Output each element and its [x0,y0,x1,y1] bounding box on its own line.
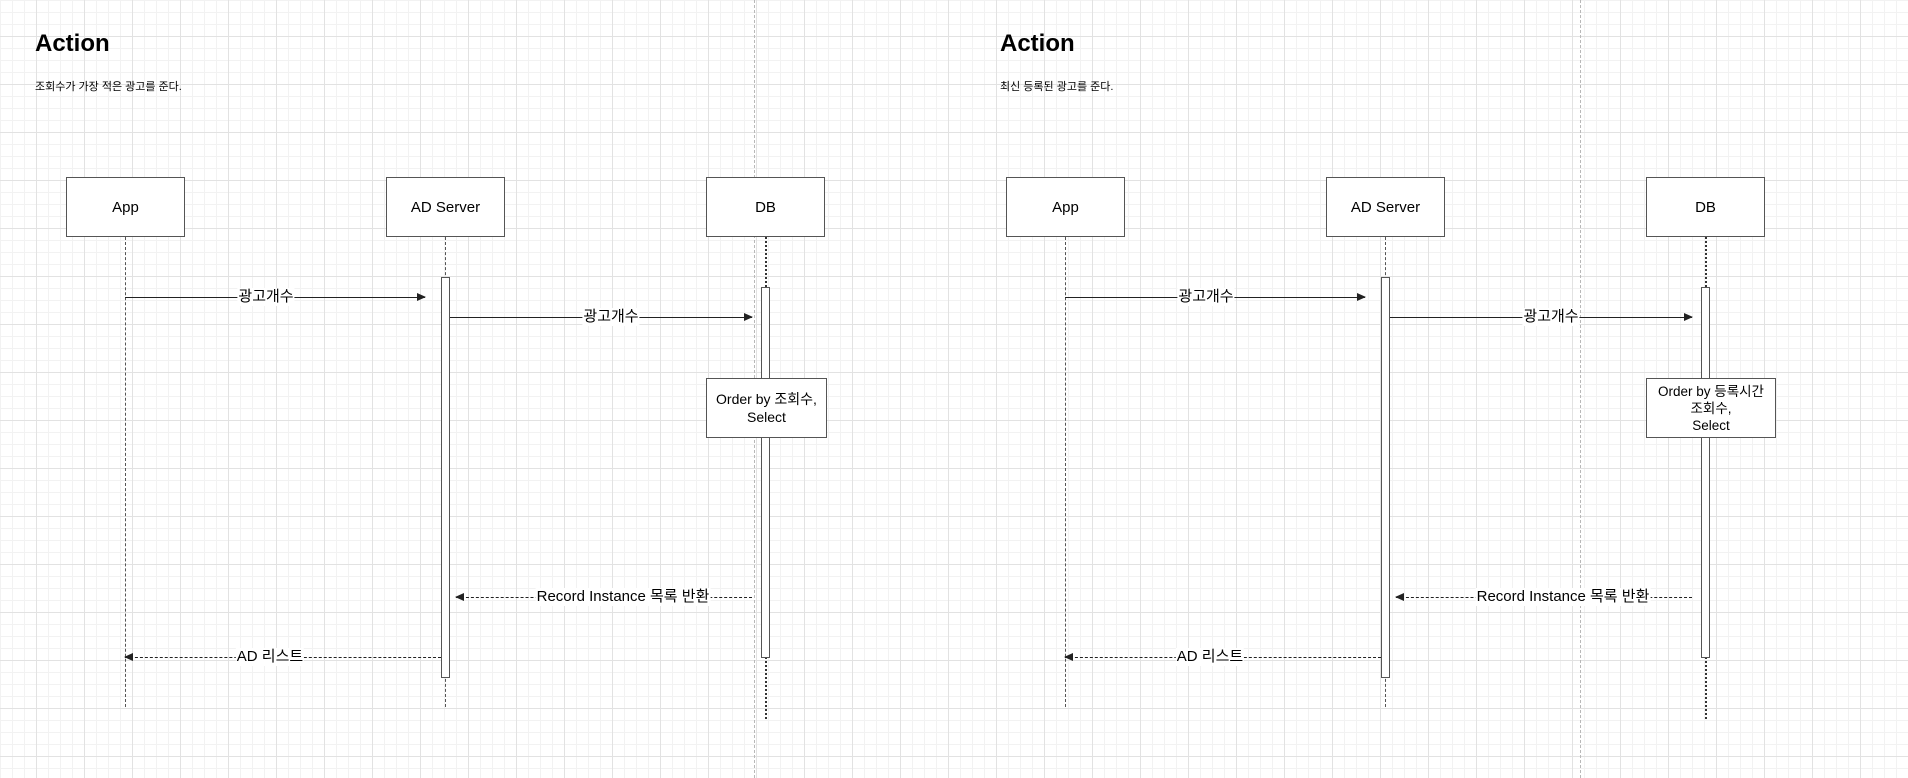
activation-db[interactable] [761,287,770,658]
message-request-app-to-server[interactable]: 광고개수 [125,288,426,306]
note-query[interactable]: Order by 조회수, Select [706,378,827,438]
message-request-app-to-server[interactable]: 광고개수 [1065,288,1366,306]
participant-app[interactable]: App [1006,177,1125,237]
message-return-db-to-server[interactable]: Record Instance 목록 반환 [455,588,752,606]
diagram-panel-1: Action 조회수가 가장 적은 광고를 준다. App AD Server … [35,0,827,778]
lifeline-app [1065,237,1066,707]
message-label: 광고개수 [1522,308,1580,326]
note-query[interactable]: Order by 등록시간 조회수, Select [1646,378,1776,438]
activation-db[interactable] [1701,287,1710,658]
diagram-panel-2: Action 최신 등록된 광고를 준다. App AD Server DB 광… [1000,0,1776,778]
panel-subtitle: 최신 등록된 광고를 준다. [1000,81,1114,93]
message-return-server-to-app[interactable]: AD 리스트 [1064,648,1381,666]
lifeline-app [125,237,126,707]
message-request-server-to-db[interactable]: 광고개수 [450,308,753,326]
page-divider [1580,0,1581,778]
participant-db[interactable]: DB [706,177,825,237]
panel-title: Action [35,30,110,57]
message-label: 광고개수 [237,288,295,306]
message-request-server-to-db[interactable]: 광고개수 [1390,308,1693,326]
message-label: 광고개수 [1177,288,1235,306]
activation-ad-server[interactable] [441,277,450,678]
panel-subtitle: 조회수가 가장 적은 광고를 준다. [35,81,182,93]
message-label: AD 리스트 [235,648,305,666]
participant-ad-server[interactable]: AD Server [1326,177,1445,237]
message-label: 광고개수 [582,308,640,326]
participant-db[interactable]: DB [1646,177,1765,237]
message-label: Record Instance 목록 반환 [535,588,711,606]
message-label: Record Instance 목록 반환 [1475,588,1651,606]
participant-app[interactable]: App [66,177,185,237]
message-return-server-to-app[interactable]: AD 리스트 [124,648,441,666]
panel-title: Action [1000,30,1075,57]
message-label: AD 리스트 [1175,648,1245,666]
participant-ad-server[interactable]: AD Server [386,177,505,237]
activation-ad-server[interactable] [1381,277,1390,678]
message-return-db-to-server[interactable]: Record Instance 목록 반환 [1395,588,1692,606]
